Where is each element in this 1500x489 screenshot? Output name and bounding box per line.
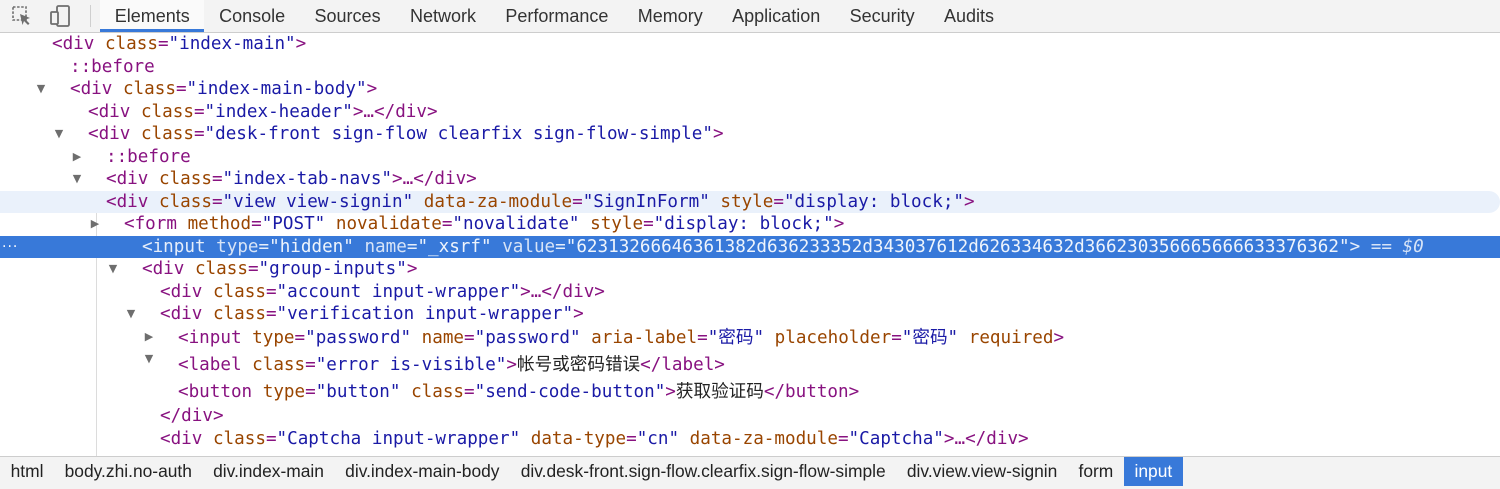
panel-tabs: Elements Console Sources Network Perform…: [100, 0, 1009, 32]
breadcrumb-form[interactable]: form: [1078, 461, 1114, 481]
breadcrumb-index-main[interactable]: div.index-main: [213, 461, 324, 481]
expanded-triangle-icon[interactable]: ▼: [72, 172, 82, 185]
tab-application[interactable]: Application: [732, 5, 821, 26]
dom-node-input-password[interactable]: <input type="password" name="password" a…: [178, 328, 1065, 348]
tab-network[interactable]: Network: [409, 5, 476, 26]
expanded-triangle-icon[interactable]: ▼: [126, 307, 136, 320]
devtools-toolbar: Elements Console Sources Network Perform…: [0, 0, 1500, 33]
inspect-element-icon[interactable]: [6, 0, 38, 32]
dom-tree: ▼ <div class="index-main"> ::before ▼ <d…: [0, 33, 1500, 456]
dom-node-form[interactable]: ▼ <form method="POST" novalidate="novali…: [0, 213, 1500, 275]
breadcrumb-desk-front[interactable]: div.desk-front.sign-flow.clearfix.sign-f…: [520, 461, 886, 481]
tab-security[interactable]: Security: [849, 5, 915, 26]
toolbar-separator: [90, 5, 91, 27]
dom-node-desk-front[interactable]: ▼ <div class="desk-front sign-flow clear…: [0, 123, 1500, 185]
dom-node-index-tab-navs[interactable]: ▶ <div class="index-tab-navs">…</div>: [0, 168, 1500, 230]
dom-pseudo-before[interactable]: ::before: [106, 146, 191, 167]
collapsed-triangle-icon[interactable]: ▶: [90, 217, 100, 230]
dom-node-index-main[interactable]: ▼ <div class="index-main">: [0, 33, 1500, 95]
tab-sources[interactable]: Sources: [314, 5, 381, 26]
dom-node-captcha-wrapper[interactable]: ▶ <div class="Captcha input-wrapper" dat…: [160, 429, 1029, 449]
breadcrumb-html[interactable]: html: [10, 461, 44, 481]
dom-node-send-code-button[interactable]: <button type="button" class="send-code-b…: [178, 382, 860, 402]
device-toolbar-icon[interactable]: [44, 0, 76, 32]
dom-node-index-main-body[interactable]: ▼ <div class="index-main-body">: [0, 78, 1500, 140]
dom-node-account-wrapper[interactable]: ▶ <div class="account input-wrapper">…</…: [0, 281, 1500, 343]
tab-performance[interactable]: Performance: [505, 5, 609, 26]
dom-pseudo-before[interactable]: ::before: [70, 56, 155, 77]
expanded-triangle-icon[interactable]: ▼: [36, 82, 46, 95]
tab-elements[interactable]: Elements: [100, 0, 205, 32]
tab-console[interactable]: Console: [219, 5, 286, 26]
dom-node-index-header[interactable]: ▶ <div class="index-header">…</div>: [0, 101, 1500, 163]
expanded-triangle-icon[interactable]: ▼: [54, 127, 64, 140]
breadcrumb-body[interactable]: body.zhi.no-auth: [64, 461, 192, 481]
more-actions-icon[interactable]: ···: [2, 238, 19, 255]
tab-audits[interactable]: Audits: [944, 5, 995, 26]
dom-node-label-error[interactable]: <label class="error is-visible">帐号或密码错误<…: [178, 355, 725, 375]
tab-memory[interactable]: Memory: [637, 5, 703, 26]
dom-node-group-inputs[interactable]: ▼ <div class="group-inputs">: [0, 258, 1500, 320]
expanded-triangle-icon[interactable]: ▼: [144, 352, 154, 365]
breadcrumb: html body.zhi.no-auth div.index-main div…: [0, 456, 1500, 489]
dom-node-verification-wrapper[interactable]: ▼ <div class="verification input-wrapper…: [0, 303, 1500, 365]
breadcrumb-view-signin[interactable]: div.view.view-signin: [906, 461, 1058, 481]
collapsed-triangle-icon[interactable]: ▶: [72, 149, 82, 163]
breadcrumb-index-main-body[interactable]: div.index-main-body: [345, 461, 500, 481]
dom-node-div-close[interactable]: </div>: [160, 406, 224, 426]
indent-guide: [96, 201, 97, 456]
breadcrumb-input[interactable]: input: [1123, 457, 1183, 486]
dom-node-view-signin[interactable]: ▼ <div class="view view-signin" data-za-…: [0, 190, 1500, 253]
dom-node-input-xsrf-selected[interactable]: ··· <input type="hidden" name="_xsrf" va…: [0, 235, 1500, 258]
expanded-triangle-icon[interactable]: ▼: [108, 262, 118, 275]
collapsed-triangle-icon[interactable]: ▶: [144, 329, 154, 343]
